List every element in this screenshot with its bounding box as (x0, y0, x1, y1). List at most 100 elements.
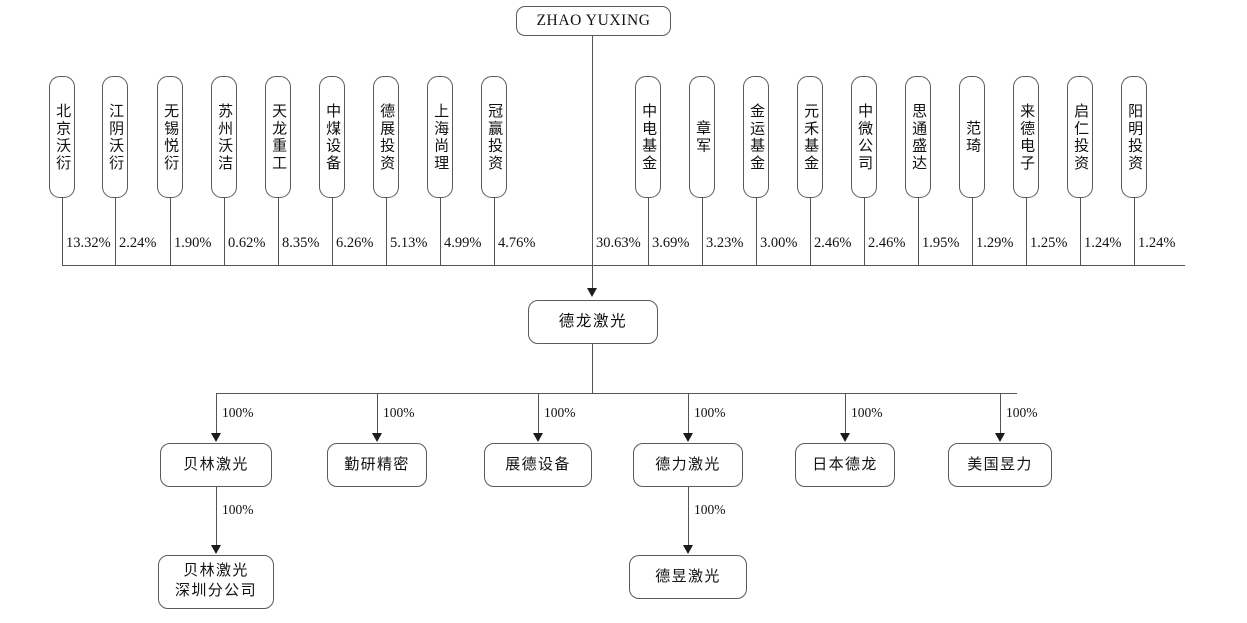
subsidiary-percentage-label: 100% (851, 405, 883, 420)
shareholder-bus-line (62, 265, 1185, 267)
subsidiary-arrowhead (532, 433, 543, 442)
grandchild-node: 德昱激光 (629, 555, 747, 599)
grandchild-label-line1: 贝林激光 (183, 563, 249, 580)
shareholder-percentage-label: 30.63% (596, 235, 641, 251)
company-stem-line (592, 344, 594, 393)
subsidiary-percentage-label: 100% (694, 405, 726, 420)
shareholder-percentage-label: 1.25% (1030, 235, 1068, 251)
shareholder-drop-line (918, 198, 920, 265)
root-stem-line (592, 36, 594, 265)
shareholder-drop-line (648, 198, 650, 265)
grandchild-arrowhead (682, 545, 693, 554)
subsidiary-arrowhead (682, 433, 693, 442)
subsidiary-node: 勤研精密 (327, 443, 427, 487)
shareholder-node: 启仁投资 (1067, 76, 1093, 198)
shareholder-percentage-label: 6.26% (336, 235, 374, 251)
shareholder-percentage-label: 1.29% (976, 235, 1014, 251)
shareholder-percentage-label: 3.00% (760, 235, 798, 251)
grandchild-connector-line (216, 487, 218, 546)
shareholder-node: 章军 (689, 76, 715, 198)
shareholder-drop-line (278, 198, 280, 265)
shareholder-percentage-label: 0.62% (228, 235, 266, 251)
shareholder-drop-line (170, 198, 172, 265)
shareholder-node: 天龙重工 (265, 76, 291, 198)
subsidiary-percentage-label: 100% (383, 405, 415, 420)
subsidiary-arrowhead (839, 433, 850, 442)
shareholder-drop-line (386, 198, 388, 265)
shareholder-node: 阳明投资 (1121, 76, 1147, 198)
shareholder-node: 范琦 (959, 76, 985, 198)
shareholder-node: 苏州沃洁 (211, 76, 237, 198)
shareholder-node: 来德电子 (1013, 76, 1039, 198)
shareholder-drop-line (1134, 198, 1136, 265)
subsidiary-connector-line (1000, 393, 1002, 434)
subsidiary-percentage-label: 100% (1006, 405, 1038, 420)
shareholder-percentage-label: 3.23% (706, 235, 744, 251)
root-owner-node: ZHAO YUXING (516, 6, 671, 36)
shareholder-percentage-label: 4.99% (444, 235, 482, 251)
shareholder-node: 无锡悦衍 (157, 76, 183, 198)
shareholder-node: 冠赢投资 (481, 76, 507, 198)
shareholder-drop-line (1080, 198, 1082, 265)
shareholder-drop-line (756, 198, 758, 265)
shareholder-percentage-label: 2.46% (868, 235, 906, 251)
grandchild-percentage-label: 100% (694, 502, 726, 517)
root-to-company-line (592, 265, 594, 289)
subsidiary-connector-line (377, 393, 379, 434)
shareholder-node: 江阴沃衍 (102, 76, 128, 198)
shareholder-percentage-label: 4.76% (498, 235, 536, 251)
shareholder-drop-line (224, 198, 226, 265)
subsidiary-connector-line (845, 393, 847, 434)
shareholder-drop-line (494, 198, 496, 265)
shareholder-percentage-label: 2.46% (814, 235, 852, 251)
shareholder-node: 元禾基金 (797, 76, 823, 198)
shareholder-node: 金运基金 (743, 76, 769, 198)
shareholder-percentage-label: 5.13% (390, 235, 428, 251)
holding-company-node: 德龙激光 (528, 300, 658, 344)
shareholder-percentage-label: 13.32% (66, 235, 111, 251)
shareholder-node: 北京沃衍 (49, 76, 75, 198)
shareholder-drop-line (440, 198, 442, 265)
shareholder-drop-line (115, 198, 117, 265)
shareholder-drop-line (62, 198, 64, 265)
shareholder-node: 中煤设备 (319, 76, 345, 198)
shareholder-percentage-label: 1.24% (1084, 235, 1122, 251)
grandchild-arrowhead (210, 545, 221, 554)
grandchild-label-line2: 深圳分公司 (174, 583, 257, 599)
subsidiary-bus-line (216, 393, 1017, 395)
shareholder-percentage-label: 1.90% (174, 235, 212, 251)
root-to-company-arrowhead (587, 288, 597, 297)
shareholder-node: 思通盛达 (905, 76, 931, 198)
shareholder-drop-line (332, 198, 334, 265)
subsidiary-node: 德力激光 (633, 443, 743, 487)
shareholder-drop-line (972, 198, 974, 265)
shareholder-percentage-label: 8.35% (282, 235, 320, 251)
shareholder-drop-line (702, 198, 704, 265)
subsidiary-node: 贝林激光 (160, 443, 272, 487)
shareholder-drop-line (864, 198, 866, 265)
grandchild-node: 贝林激光深圳分公司 (158, 555, 274, 609)
shareholder-drop-line (1026, 198, 1028, 265)
shareholder-percentage-label: 1.24% (1138, 235, 1176, 251)
subsidiary-connector-line (216, 393, 218, 434)
subsidiary-arrowhead (210, 433, 221, 442)
subsidiary-percentage-label: 100% (544, 405, 576, 420)
grandchild-percentage-label: 100% (222, 502, 254, 517)
subsidiary-node: 日本德龙 (795, 443, 895, 487)
subsidiary-connector-line (538, 393, 540, 434)
grandchild-connector-line (688, 487, 690, 546)
subsidiary-arrowhead (994, 433, 1005, 442)
subsidiary-node: 美国昱力 (948, 443, 1052, 487)
shareholder-percentage-label: 1.95% (922, 235, 960, 251)
subsidiary-percentage-label: 100% (222, 405, 254, 420)
subsidiary-connector-line (688, 393, 690, 434)
shareholder-percentage-label: 3.69% (652, 235, 690, 251)
subsidiary-node: 展德设备 (484, 443, 592, 487)
shareholder-node: 上海尚理 (427, 76, 453, 198)
shareholder-node: 中微公司 (851, 76, 877, 198)
shareholder-drop-line (810, 198, 812, 265)
shareholder-node: 中电基金 (635, 76, 661, 198)
shareholder-percentage-label: 2.24% (119, 235, 157, 251)
subsidiary-arrowhead (371, 433, 382, 442)
